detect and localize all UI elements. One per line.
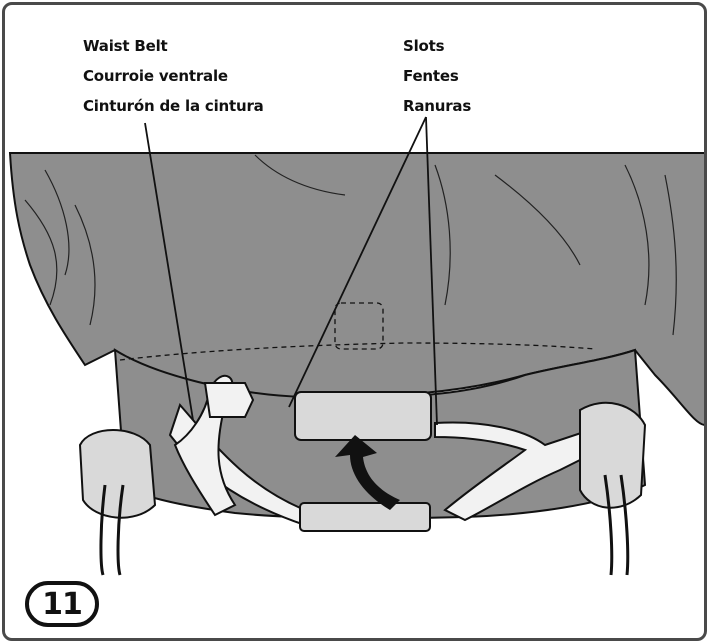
- waist-belt-label-fr: Courroie ventrale: [83, 67, 228, 85]
- step-number-badge: 11: [25, 581, 99, 627]
- buckle: [205, 383, 253, 417]
- slot-pad: [295, 392, 431, 440]
- side-mount-left: [80, 430, 155, 518]
- crotch-strap-pad: [300, 503, 430, 531]
- slots-label-es: Ranuras: [403, 97, 471, 115]
- side-mount-right: [580, 403, 645, 508]
- waist-belt-label-es: Cinturón de la cintura: [83, 97, 264, 115]
- waist-belt-label-en: Waist Belt: [83, 37, 168, 55]
- step-number: 11: [42, 587, 82, 622]
- slots-label-en: Slots: [403, 37, 444, 55]
- slots-label-fr: Fentes: [403, 67, 459, 85]
